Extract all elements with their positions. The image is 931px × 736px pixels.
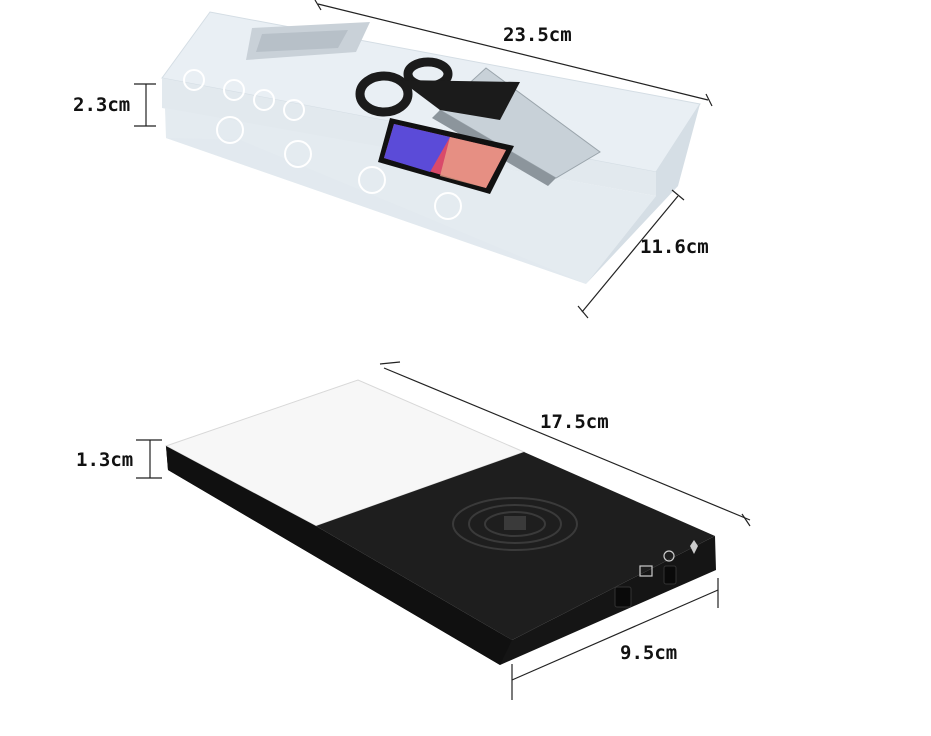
phone-print bbox=[378, 118, 514, 194]
feature-circles-row bbox=[183, 69, 305, 121]
usb-port-icon bbox=[614, 586, 632, 608]
box-length-label: 23.5cm bbox=[503, 24, 572, 46]
headphones-print bbox=[355, 57, 520, 120]
power-button-icon bbox=[663, 550, 675, 562]
box-height-label: 2.3cm bbox=[73, 94, 131, 116]
device-length-label: 17.5cm bbox=[540, 411, 609, 433]
dimension-line-box-width bbox=[577, 189, 685, 319]
wireless-charging-symbol-icon bbox=[452, 497, 578, 551]
battery-indicator-icon bbox=[639, 565, 653, 577]
feature-icons-large bbox=[216, 116, 462, 220]
box-width-label: 11.6cm bbox=[640, 236, 709, 258]
charge-logo-icon bbox=[504, 516, 526, 530]
flashlight-icon bbox=[690, 540, 698, 554]
retail-box bbox=[134, 0, 713, 319]
dimension-line-device-width bbox=[511, 578, 719, 700]
device-width-label: 9.5cm bbox=[620, 642, 678, 664]
dimension-line-box-height bbox=[134, 83, 156, 127]
dimension-line-device-height bbox=[136, 439, 162, 479]
device-height-label: 1.3cm bbox=[76, 449, 134, 471]
usb-port-icon bbox=[663, 565, 677, 585]
dimension-line-device-length bbox=[379, 361, 751, 527]
wireless-charger-power-bank bbox=[136, 361, 751, 700]
dimension-line-box-length bbox=[314, 0, 713, 107]
